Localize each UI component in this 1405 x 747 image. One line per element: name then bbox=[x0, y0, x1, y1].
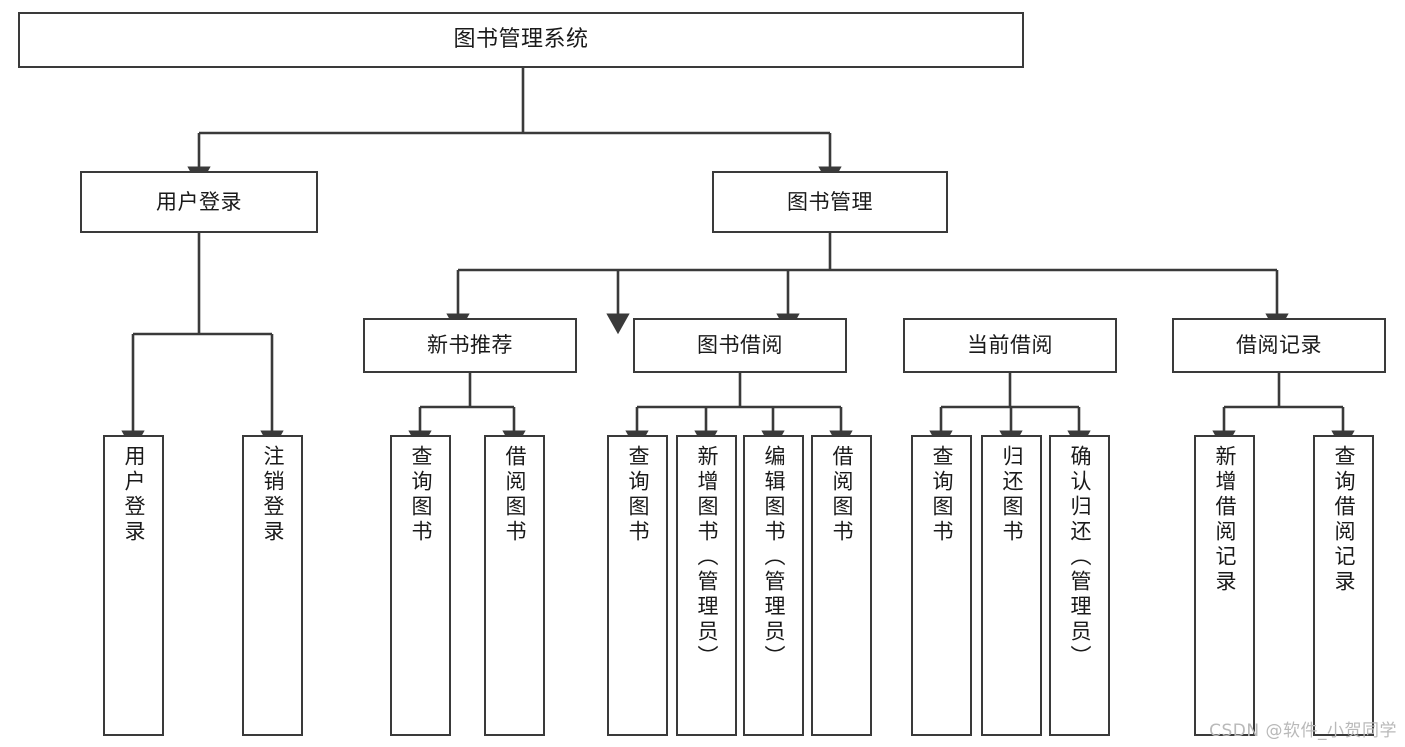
node-label: 借阅记录 bbox=[1236, 333, 1322, 358]
node-leaf-user-logout[interactable]: 注销登录 bbox=[242, 435, 303, 736]
node-label: 确认归还（管理员） bbox=[1068, 445, 1092, 670]
node-label: 查询图书 bbox=[930, 445, 954, 545]
node-label: 用户登录 bbox=[122, 445, 146, 545]
node-leaf-rc-query[interactable]: 查询借阅记录 bbox=[1313, 435, 1374, 736]
node-label: 借阅图书 bbox=[830, 445, 854, 545]
node-leaf-cu-query[interactable]: 查询图书 bbox=[911, 435, 972, 736]
node-leaf-bo-lend[interactable]: 借阅图书 bbox=[811, 435, 872, 736]
node-label: 新增借阅记录 bbox=[1213, 445, 1237, 595]
node-label: 用户登录 bbox=[156, 189, 242, 214]
node-label: 注销登录 bbox=[261, 445, 285, 545]
node-leaf-cu-confirm[interactable]: 确认归还（管理员） bbox=[1049, 435, 1110, 736]
csdn-watermark: CSDN @软件_小贺同学 bbox=[1209, 721, 1397, 741]
node-login[interactable]: 用户登录 bbox=[80, 171, 318, 233]
node-leaf-nb-query[interactable]: 查询图书 bbox=[390, 435, 451, 736]
node-current[interactable]: 当前借阅 bbox=[903, 318, 1117, 373]
node-label: 查询图书 bbox=[409, 445, 433, 545]
node-label: 图书借阅 bbox=[697, 333, 783, 358]
node-newbook[interactable]: 新书推荐 bbox=[363, 318, 577, 373]
node-label: 新书推荐 bbox=[427, 333, 513, 358]
node-label: 当前借阅 bbox=[967, 333, 1053, 358]
node-label: 图书管理系统 bbox=[453, 27, 589, 53]
node-leaf-cu-return[interactable]: 归还图书 bbox=[981, 435, 1042, 736]
node-borrow[interactable]: 图书借阅 bbox=[633, 318, 847, 373]
node-label: 新增图书（管理员） bbox=[695, 445, 719, 670]
node-label: 查询图书 bbox=[626, 445, 650, 545]
node-leaf-bo-query[interactable]: 查询图书 bbox=[607, 435, 668, 736]
node-label: 编辑图书（管理员） bbox=[762, 445, 786, 670]
node-label: 借阅图书 bbox=[503, 445, 527, 545]
node-leaf-bo-edit[interactable]: 编辑图书（管理员） bbox=[743, 435, 804, 736]
node-leaf-bo-add[interactable]: 新增图书（管理员） bbox=[676, 435, 737, 736]
node-records[interactable]: 借阅记录 bbox=[1172, 318, 1386, 373]
node-root[interactable]: 图书管理系统 bbox=[18, 12, 1024, 68]
node-leaf-rc-add[interactable]: 新增借阅记录 bbox=[1194, 435, 1255, 736]
node-label: 归还图书 bbox=[1000, 445, 1024, 545]
node-label: 查询借阅记录 bbox=[1332, 445, 1356, 595]
node-label: 图书管理 bbox=[787, 189, 873, 214]
node-leaf-nb-borrow[interactable]: 借阅图书 bbox=[484, 435, 545, 736]
node-bookmgmt[interactable]: 图书管理 bbox=[712, 171, 948, 233]
node-leaf-user-login[interactable]: 用户登录 bbox=[103, 435, 164, 736]
